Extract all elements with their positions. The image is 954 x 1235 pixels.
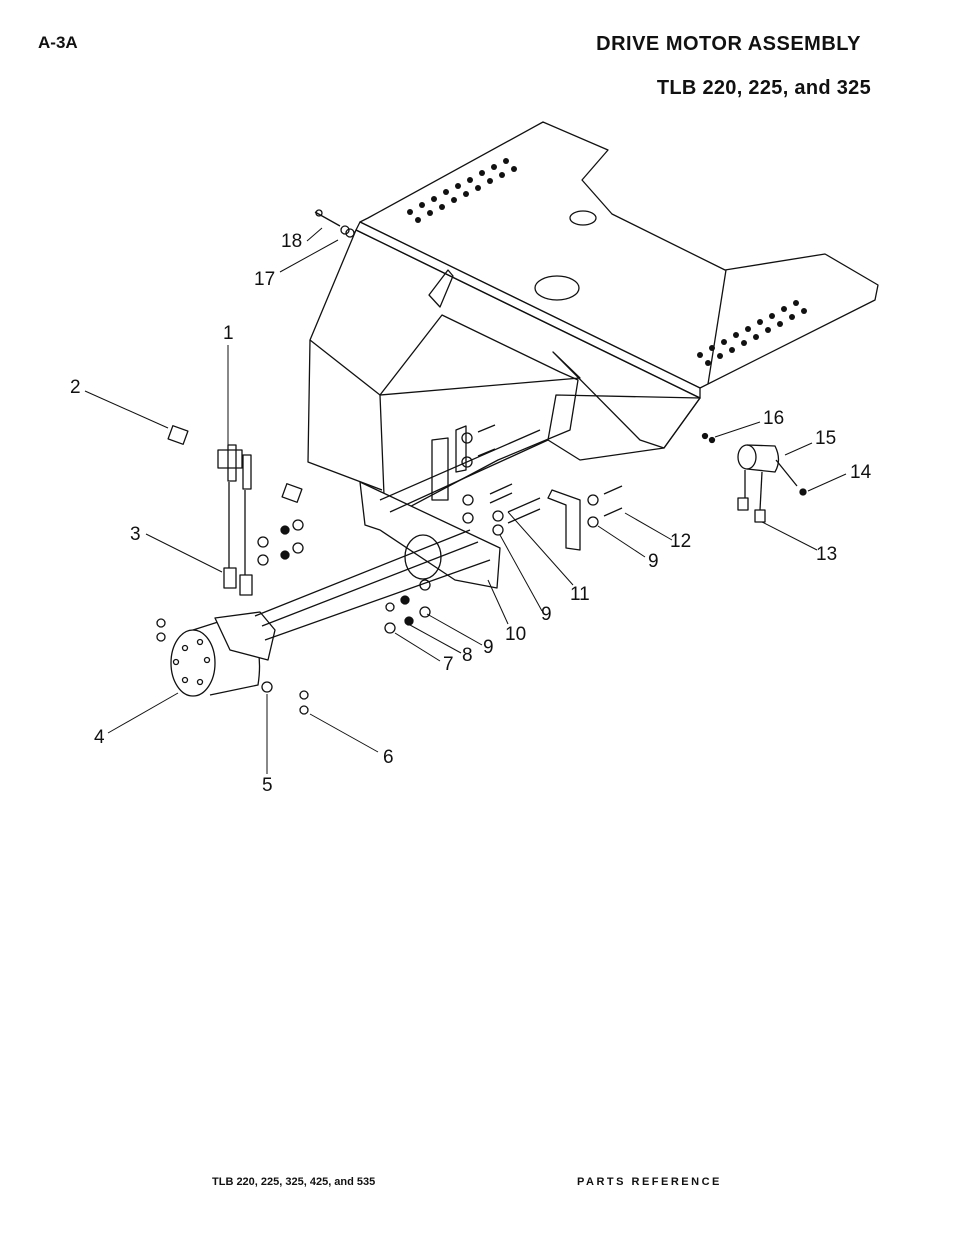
chassis-frame — [307, 121, 879, 589]
callout-8: 8 — [462, 645, 473, 666]
callout-2: 2 — [70, 377, 81, 398]
hardware — [156, 209, 623, 715]
callout-9-b: 9 — [541, 604, 552, 625]
callout-12: 12 — [670, 531, 691, 552]
callout-16: 16 — [763, 408, 784, 429]
fittings — [167, 425, 303, 596]
callout-9-c: 9 — [648, 551, 659, 572]
callout-11: 11 — [570, 584, 590, 605]
page-id: A-3A — [38, 33, 78, 52]
axle-tube — [254, 529, 491, 641]
callout-labels: 1 2 3 4 5 6 7 8 9 9 9 10 11 12 13 14 15 … — [70, 231, 872, 796]
drive-motor — [170, 611, 276, 697]
callout-10: 10 — [505, 624, 526, 645]
page-subtitle: TLB 220, 225, and 325 — [656, 77, 871, 99]
vent-holes — [407, 158, 807, 366]
footer-section: PARTS REFERENCE — [577, 1176, 722, 1188]
leader-lines — [84, 227, 847, 774]
callout-4: 4 — [94, 727, 105, 748]
callout-1: 1 — [223, 323, 234, 344]
callout-18: 18 — [281, 231, 302, 252]
callout-5: 5 — [262, 775, 273, 796]
callout-14: 14 — [850, 462, 872, 483]
callout-3: 3 — [130, 524, 141, 545]
sensor-assembly — [701, 432, 807, 523]
callout-7: 7 — [443, 654, 454, 675]
callout-17: 17 — [254, 269, 275, 290]
page-title: DRIVE MOTOR ASSEMBLY — [596, 33, 861, 55]
footer-models: TLB 220, 225, 325, 425, and 535 — [212, 1176, 376, 1188]
callout-15: 15 — [815, 428, 836, 449]
callout-9-a: 9 — [483, 637, 494, 658]
callout-13: 13 — [816, 544, 837, 565]
callout-6: 6 — [383, 747, 394, 768]
